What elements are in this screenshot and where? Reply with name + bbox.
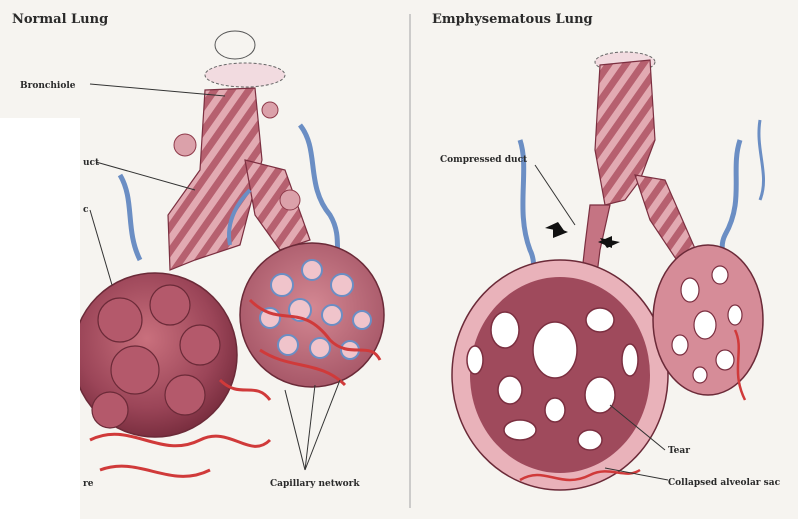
label-bronchiole: Bronchiole	[20, 81, 76, 91]
normal-lung-illustration	[73, 31, 384, 476]
label-pore-partial: re	[83, 479, 94, 489]
emphysematous-lung-title: Emphysematous Lung	[432, 12, 593, 27]
label-collapsed-alveolar-sac: Collapsed alveolar sac	[668, 478, 781, 488]
label-tear: Tear	[668, 446, 690, 456]
emphysematous-lung-illustration	[452, 52, 764, 490]
label-capillary-network: Capillary network	[270, 479, 360, 489]
label-sac-partial: c	[83, 205, 89, 215]
left-edge-cover	[0, 118, 80, 519]
label-compressed-duct: Compressed duct	[440, 155, 528, 165]
label-duct-partial: uct	[83, 158, 100, 168]
normal-lung-title: Normal Lung	[12, 12, 108, 27]
